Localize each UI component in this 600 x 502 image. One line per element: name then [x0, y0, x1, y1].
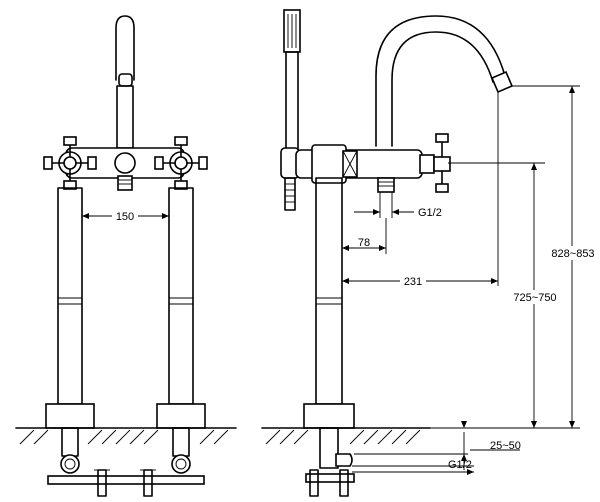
left-foot: [45, 403, 95, 429]
dim-g-half-bottom-label: G1/2: [448, 459, 472, 471]
dim-g-half-top: G1/2: [354, 192, 442, 219]
dim-828-853: 828~853: [548, 86, 598, 428]
side-foot: [303, 403, 355, 429]
right-inlet-pipe: [172, 427, 190, 457]
front-spout: [115, 15, 135, 81]
front-view: 150: [15, 15, 237, 497]
dim-offset-label: 78: [358, 237, 370, 249]
front-floor-hatch: [19, 429, 229, 445]
side-bolt-right: [339, 469, 349, 497]
dim-total-height-label: 828~853: [551, 248, 594, 260]
left-cross-handle-icon: [43, 136, 97, 190]
front-spout-collar: [118, 73, 133, 87]
left-inlet-elbow: [60, 454, 80, 474]
left-leg: [57, 187, 83, 405]
front-outlet: [117, 175, 133, 191]
side-bolt-left: [309, 469, 319, 497]
left-inlet-pipe: [61, 427, 79, 457]
dim-reach-label: 231: [404, 276, 422, 288]
side-cross-handle-icon: [419, 133, 451, 193]
dim-78: 78: [341, 218, 387, 254]
side-inlet-elbow: [335, 453, 353, 467]
side-view: G1/2 78 231 828~853: [261, 9, 598, 497]
hose-connector: [284, 177, 296, 211]
front-center-knob: [114, 152, 136, 174]
side-inlet-pipe: [319, 427, 339, 469]
side-outlet: [377, 177, 395, 193]
dim-231: 231: [342, 92, 499, 288]
right-foot: [156, 403, 206, 429]
dim-g-half-top-label: G1/2: [418, 207, 442, 219]
side-column: [315, 177, 343, 405]
gooseneck-spout: [375, 15, 506, 147]
spout-tip: [490, 70, 514, 94]
side-floor-hatch: [265, 429, 421, 445]
dim-150: 150: [82, 209, 169, 223]
mounting-bolts: [94, 469, 156, 497]
side-mounting-bar: [305, 473, 355, 483]
right-inlet-elbow: [171, 454, 191, 474]
front-spout-stem: [116, 85, 134, 149]
dim-spout-height-label: 725~750: [513, 292, 556, 304]
right-cross-handle-icon: [154, 136, 208, 190]
right-leg: [168, 187, 194, 405]
dim-centers-label: 150: [116, 211, 134, 223]
dim-floor-depth-label: 25~50: [490, 440, 521, 452]
dim-725-750: 725~750: [510, 163, 560, 428]
mounting-bar: [47, 475, 205, 485]
dim-25-50: 25~50: [354, 421, 521, 470]
dim-g-half-bottom: G1/2: [352, 459, 474, 475]
hand-shower-handle: [285, 51, 299, 151]
